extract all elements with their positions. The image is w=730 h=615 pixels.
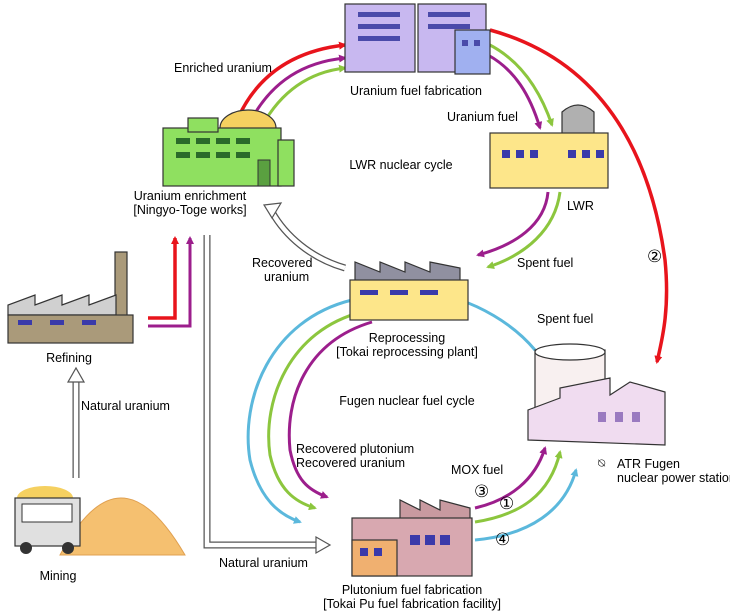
antenna-icon: ⍉ [598, 456, 606, 470]
spent-fuel-lwr-purple [476, 191, 550, 258]
mining-label: Mining [39, 569, 77, 583]
mox-fuel-cyan [474, 468, 579, 542]
mox-fuel-green [474, 450, 563, 524]
recovered-uranium-label-1: Recovered [252, 256, 313, 270]
uranium-fabrication-label: Uranium fuel fabrication [349, 84, 483, 98]
atr-fugen-building [527, 343, 666, 446]
uranium-fuel-arrow-purple [487, 53, 543, 130]
tokai-pu-label: [Tokai Pu fuel fabrication facility] [323, 597, 501, 611]
enriched-uranium-purple-arrow [248, 54, 347, 123]
red-outer-arc [489, 28, 669, 364]
natural-uranium-mid-label: Natural uranium [81, 399, 170, 413]
spent-fuel-lwr-label: Spent fuel [517, 256, 574, 270]
fugen-cycle-cyan-left [246, 298, 353, 524]
mox-fuel-purple [474, 446, 548, 510]
green-upper-left-arrow [260, 64, 347, 127]
pu-fabrication-label: Plutonium fuel fabrication [341, 583, 483, 597]
marker-1: ① [499, 494, 515, 513]
fugen-cycle-purple-left [287, 320, 373, 499]
marker-2: ② [647, 247, 663, 266]
recovered-plutonium-label: Recovered plutonium [296, 442, 415, 456]
marker-4: ④ [495, 530, 511, 549]
recovered-uranium-fugen-label: Recovered uranium [296, 456, 406, 470]
tokai-reprocessing-label: [Tokai reprocessing plant] [336, 345, 478, 359]
atr-fugen-label-2: nuclear power station [617, 471, 730, 485]
spent-fuel-lwr-green [486, 191, 562, 269]
spent-fuel-fugen-label: Spent fuel [537, 312, 594, 326]
fugen-cycle-green-left [267, 310, 363, 511]
uranium-fabrication-building [344, 3, 491, 75]
lwr-label: LWR [567, 199, 594, 213]
atr-fugen-label-1: ATR Fugen [617, 457, 680, 471]
marker-3: ③ [474, 482, 490, 501]
mox-fuel-label: MOX fuel [451, 463, 504, 477]
plutonium-fabrication-building [351, 499, 473, 577]
recovered-uranium-arrowhead [262, 202, 283, 220]
enriched-uranium-arrow [236, 41, 347, 119]
refining-red-arrow [148, 236, 179, 320]
lwr-cycle-label: LWR nuclear cycle [349, 158, 453, 172]
refining-label: Refining [46, 351, 92, 365]
fugen-cycle-label: Fugen nuclear fuel cycle [339, 394, 475, 408]
recovered-uranium-label-2: uranium [264, 270, 310, 284]
refining-purple-arrow [148, 236, 194, 328]
lwr-building [489, 104, 609, 189]
uranium-fuel-arrow-green [487, 42, 554, 127]
reprocessing-building [349, 261, 469, 321]
uranium-enrichment-building [162, 109, 295, 187]
refining-building [7, 251, 134, 344]
reprocessing-label: Reprocessing [368, 331, 446, 345]
uranium-fuel-label: Uranium fuel [447, 110, 518, 124]
mining-scene [14, 486, 186, 556]
uranium-enrichment-label: Uranium enrichment [133, 189, 247, 203]
enriched-uranium-label: Enriched uranium [174, 61, 272, 75]
natural-uranium-bottom-label: Natural uranium [219, 556, 308, 570]
spent-fuel-fugen-arrow [458, 298, 537, 351]
ningyo-toge-label: [Ningyo-Toge works] [133, 203, 247, 217]
